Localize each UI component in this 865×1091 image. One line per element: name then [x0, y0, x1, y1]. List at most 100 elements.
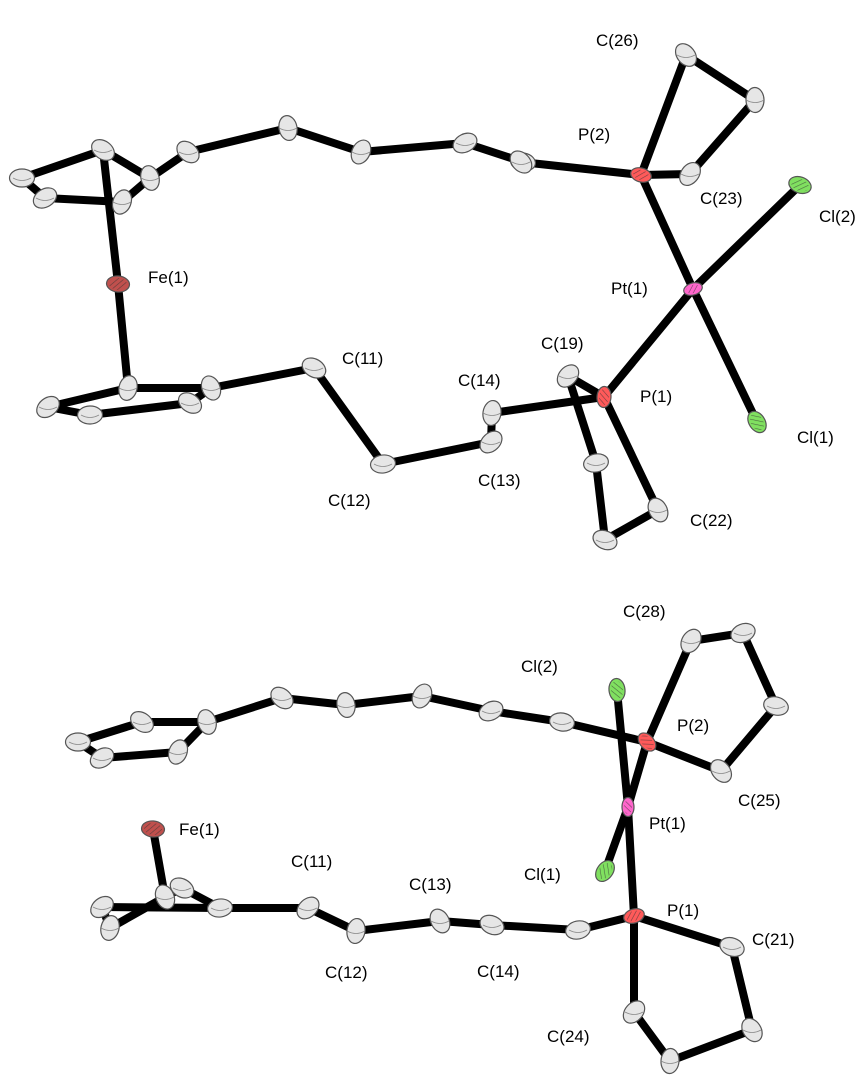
- bottom-atom-c0: [64, 732, 92, 752]
- bottom-atom-c24: [622, 1000, 646, 1024]
- top-atom-c25: [592, 529, 618, 551]
- top-bond-29: [488, 393, 608, 417]
- top-atom-c11: [509, 150, 533, 174]
- bottom-bond-15: [643, 738, 725, 775]
- top-atom-p2: [630, 167, 652, 183]
- bottom-atom-c14: [479, 914, 505, 936]
- bottom-atom-c10: [548, 712, 576, 732]
- bottom-atom-c9: [478, 700, 504, 722]
- top-atom-c8: [350, 139, 372, 165]
- bottom-label-fe1: Fe(1): [179, 820, 220, 839]
- bottom-label-c24: C(24): [547, 1027, 590, 1046]
- top-label-c14: C(14): [458, 371, 501, 390]
- bottom-label-c28: C(28): [623, 602, 666, 621]
- top-label-p2: P(2): [578, 125, 610, 144]
- bottom-label-c12: C(12): [325, 963, 368, 982]
- bottom-atom-c8: [411, 683, 433, 709]
- bottom-label-c13: C(13): [409, 875, 452, 894]
- top-bond-16: [637, 51, 690, 179]
- top-atom-c33: [36, 395, 60, 419]
- top-bond-28: [600, 393, 662, 514]
- bottom-bond-13: [739, 629, 780, 710]
- top-label-cl2: Cl(2): [819, 207, 856, 226]
- top-label-c19: C(19): [541, 334, 584, 353]
- top-bond-21: [689, 181, 804, 293]
- bottom-bond-3: [98, 748, 182, 762]
- top-bond-15: [517, 158, 645, 179]
- bottom-label-c11: C(11): [291, 852, 332, 871]
- bottom-atom-c14: [730, 622, 756, 644]
- bottom-bond-19: [624, 803, 638, 920]
- bottom-atom-pt1: [621, 796, 635, 818]
- top-label-c13: C(13): [478, 471, 521, 490]
- top-bond-33: [207, 364, 318, 392]
- top-bond-32: [310, 364, 387, 468]
- bottom-atom-c4: [89, 747, 115, 769]
- top-bond-8: [284, 124, 365, 156]
- bottom-atom-c7: [336, 692, 356, 718]
- top-atom-c26: [674, 43, 698, 67]
- top-atom-c4: [32, 187, 58, 209]
- top-bond-5: [99, 146, 122, 288]
- bottom-bond-28: [352, 917, 444, 935]
- bottom-atom-c1: [130, 710, 154, 734]
- bottom-atom-c31: [154, 884, 176, 910]
- top-atom-c1: [91, 138, 115, 162]
- top-atom-p1: [596, 385, 612, 409]
- bottom-bond-16: [624, 738, 651, 811]
- bottom-atom-c24: [565, 920, 591, 940]
- bottom-bond-10: [558, 718, 651, 746]
- bottom-bond-8: [418, 692, 495, 715]
- bottom-atom-c3: [167, 739, 189, 765]
- top-bond-0: [18, 146, 107, 182]
- bottom-bond-5: [203, 694, 286, 726]
- top-label-cl1: Cl(1): [797, 428, 834, 447]
- bottom-label-c14: C(14): [477, 962, 520, 981]
- bottom-atom-c30: [169, 877, 195, 899]
- top-label-pt1: Pt(1): [611, 279, 648, 298]
- top-label-c11: C(11): [342, 349, 383, 368]
- top-atom-cl1: [747, 410, 767, 434]
- bottom-atom-c29: [206, 898, 234, 918]
- bottom-atom-c21: [719, 936, 745, 958]
- bottom-atom-c25: [709, 759, 733, 783]
- bottom-atom-c12: [346, 917, 366, 945]
- top-atom-fe1: [105, 275, 131, 293]
- top-bond-26: [592, 459, 609, 544]
- top-atom-c32: [118, 375, 138, 401]
- bottom-atom-cl2: [608, 677, 626, 703]
- bottom-atom-c2: [197, 709, 217, 735]
- bottom-atom-c28: [680, 628, 702, 654]
- atoms-layer: [8, 43, 812, 1075]
- top-atom-c9: [452, 132, 478, 154]
- bottom-atom-c22: [660, 1047, 680, 1075]
- bottom-bond-20: [630, 912, 736, 951]
- top-atom-c34: [76, 405, 104, 425]
- top-bond-7: [184, 124, 292, 156]
- bottom-label-p1: P(1): [667, 901, 699, 920]
- bottom-label-cl2: Cl(2): [521, 657, 558, 676]
- top-atom-c13: [479, 430, 503, 454]
- top-atom-c17: [745, 86, 765, 114]
- top-atom-c22: [647, 497, 669, 523]
- bottom-bond-21: [728, 943, 756, 1034]
- top-bond-23: [600, 285, 697, 401]
- top-label-fe1: Fe(1): [148, 268, 189, 287]
- top-bond-22: [689, 285, 761, 426]
- bottom-label-c21: C(21): [752, 930, 795, 949]
- top-atom-c3: [111, 189, 133, 215]
- bottom-atom-c13: [429, 908, 451, 934]
- top-atom-c6: [176, 140, 200, 164]
- bottom-label-c25: C(25): [738, 791, 781, 810]
- top-bond-17: [682, 51, 759, 104]
- bottom-bond-22: [666, 1026, 756, 1065]
- top-atom-c19: [556, 364, 580, 388]
- top-atom-pt1: [683, 282, 703, 296]
- bottom-bond-26: [488, 921, 582, 934]
- bottom-atom-c21: [741, 1017, 763, 1043]
- top-bond-31: [379, 438, 495, 468]
- top-atom-c2: [140, 165, 160, 191]
- top-atom-c23: [679, 161, 701, 187]
- labels-layer: Fe(1)P(2)C(26)C(23)Pt(1)Cl(2)Cl(1)P(1)C(…: [148, 31, 856, 1046]
